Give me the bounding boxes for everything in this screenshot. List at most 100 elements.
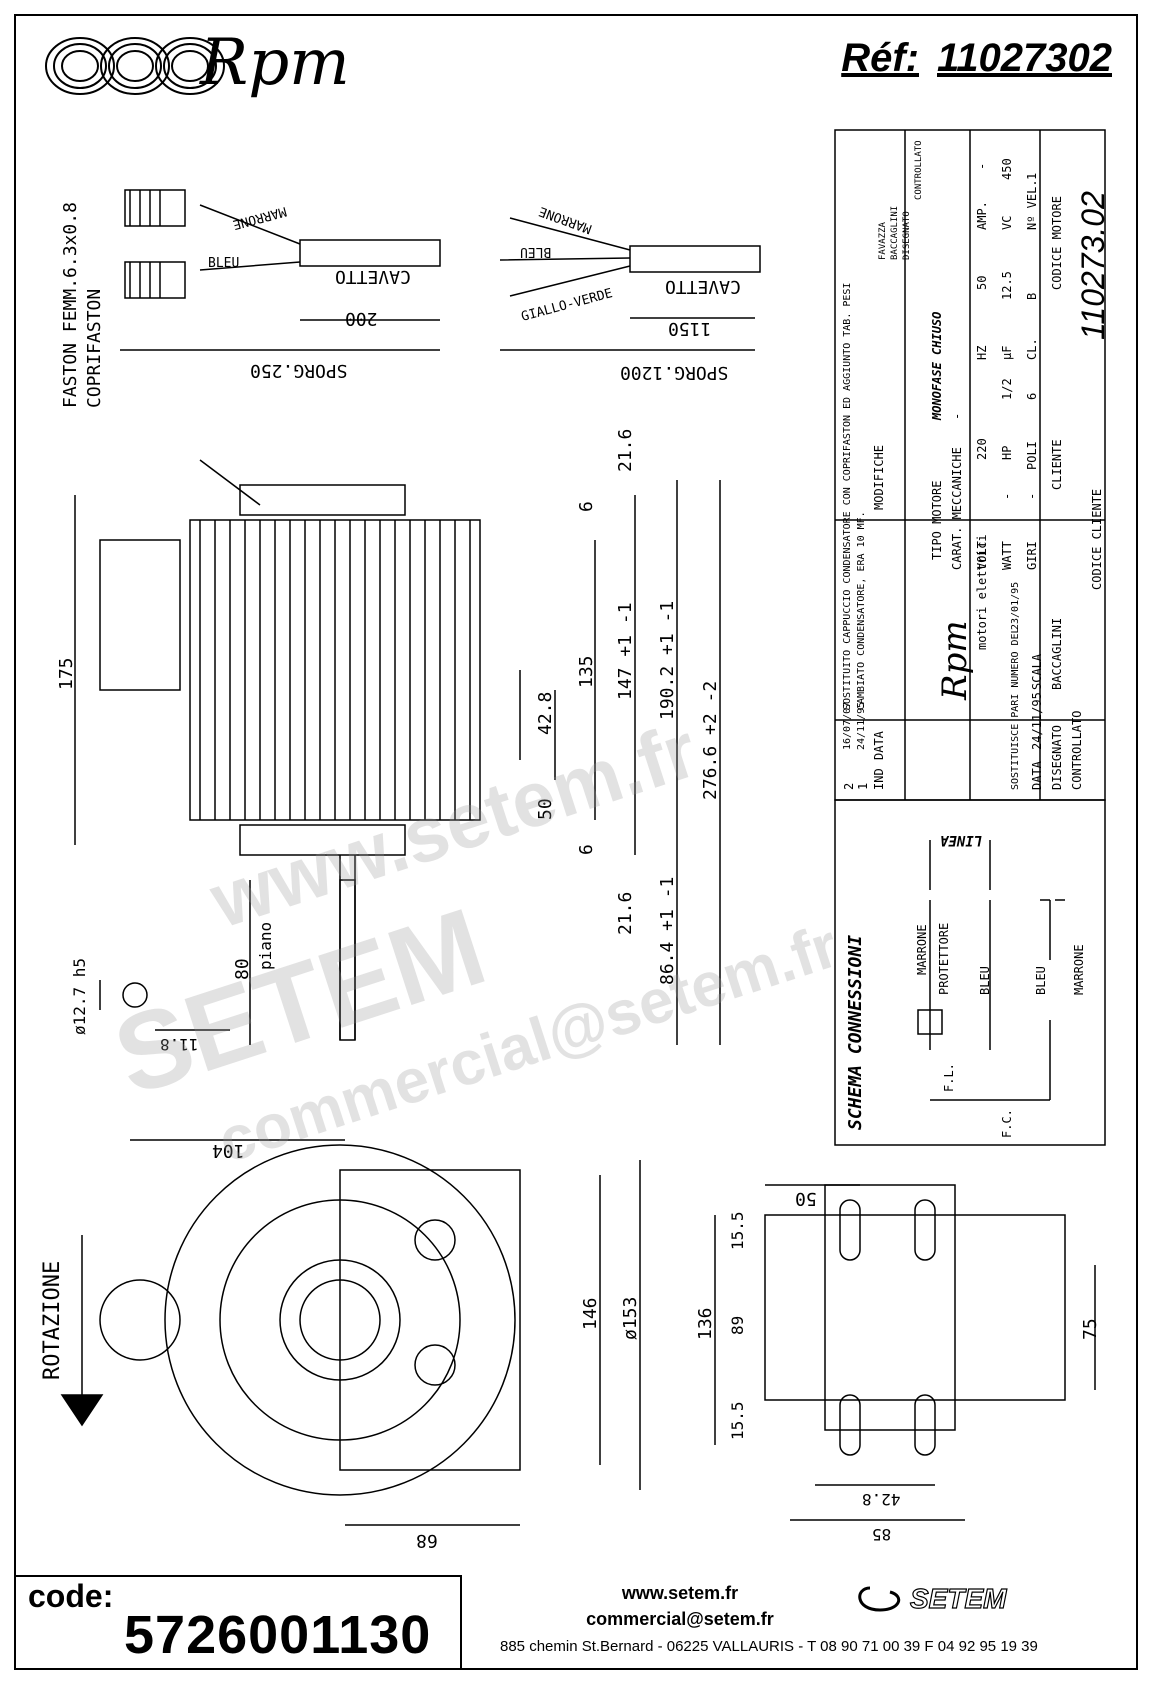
dim-42-8: 42.8 — [535, 691, 556, 735]
watt-value: - — [1000, 492, 1014, 500]
dim-21-6-top: 21.6 — [615, 428, 636, 472]
rotation-label: ROTAZIONE — [40, 1260, 65, 1380]
code-value: 5726001130 — [124, 1605, 432, 1665]
right-dim-1150: 1150 — [668, 318, 712, 339]
rev-1-text: CAMBIATO CONDENSATORE, ERA 10 MF. — [856, 511, 867, 710]
nvel-value: 1 — [1025, 172, 1039, 180]
contact-block: www.setem.fr commercial@setem.fr — [520, 1580, 840, 1632]
volt-value: 220 — [975, 438, 989, 460]
left-dim-sporg: SPORG.250 — [250, 360, 348, 381]
carat-mecc-label: CARAT. MECCANICHE — [950, 447, 964, 570]
data-label: DATA — [1030, 761, 1044, 790]
codice-cliente-label: CODICE CLIENTE — [1090, 488, 1104, 590]
tipo-motore-value: MONOFASE CHIUSO — [930, 311, 944, 420]
bracket-dim-85: 85 — [872, 1525, 892, 1544]
codice-motore-value: 110273.02 — [1075, 191, 1111, 340]
schema-marrone-2: MARRONE — [1072, 944, 1086, 995]
vc-value: 450 — [1000, 158, 1014, 180]
schema-linea: LINEA — [940, 832, 983, 848]
setem-logo-text: SETEM — [910, 1583, 1007, 1614]
rev-header-modifiche: MODIFICHE — [872, 444, 886, 510]
shaft-flat: 11.8 — [160, 1035, 199, 1054]
poli-value: 6 — [1025, 392, 1039, 400]
watt-label: WATT — [1000, 541, 1014, 570]
nvel-label: Nº VEL. — [1025, 179, 1039, 230]
left-wire-bleu: BLEU — [208, 256, 240, 271]
left-dim-200: 200 — [345, 308, 378, 329]
vc-label: VC — [1000, 215, 1014, 230]
address-line: 885 chemin St.Bernard - 06225 VALLAURIS … — [500, 1638, 1038, 1655]
dim-6-bot: 6 — [576, 844, 597, 855]
sostituisce-label: SOSTITUISCE PARI NUMERO DEL — [1010, 627, 1021, 790]
tb-rpm-brand: Rpm — [935, 620, 975, 700]
dim-153: ø153 — [620, 1296, 641, 1340]
schema-fc: F.C. — [1000, 1109, 1014, 1138]
disegnato-label: DISEGNATO — [1050, 724, 1064, 790]
signer-controllato: CONTROLLATO — [914, 140, 924, 200]
hp-label: HP — [1000, 445, 1014, 460]
data-value: 24/11/95 — [1030, 692, 1044, 750]
dim-276: 276.6 +2 -2 — [700, 680, 721, 800]
reference-number: Réf: 11027302 — [841, 36, 1112, 81]
giri-label: GIRI — [1025, 541, 1039, 570]
dim-6-top: 6 — [576, 501, 597, 512]
tb-rpm-sub: motori elettrici — [975, 534, 989, 650]
carat-mecc-value: - — [950, 412, 964, 420]
schema-protettore: PROTETTORE — [937, 922, 951, 995]
disegnato-value: BACCAGLINI — [1050, 617, 1064, 690]
signer-favazza: FAVAZZA — [878, 222, 888, 260]
dim-104: 104 — [212, 1140, 245, 1161]
rev-2-ind: 2 — [842, 782, 856, 790]
signer-baccaglini: BACCAGLINI — [890, 205, 900, 260]
hp-value: 1/2 — [1000, 378, 1014, 400]
dim-21-6-bot: 21.6 — [615, 891, 636, 935]
left-cable-label: CAVETTO — [335, 266, 411, 287]
drawing-frame — [14, 14, 1138, 1670]
schema-marrone: MARRONE — [915, 924, 929, 975]
right-dim-sporg: SPORG.1200 — [620, 362, 729, 383]
faston-label: FASTON FEMM.6.3x0.8 — [60, 202, 81, 408]
email-link[interactable]: commercial@setem.fr — [586, 1609, 774, 1629]
dim-80: 80 — [232, 958, 253, 980]
amp-value: - — [975, 162, 989, 170]
rev-1-ind: 1 — [856, 782, 870, 790]
giri-value: - — [1025, 492, 1039, 500]
dim-86-4: 86.4 +1 -1 — [657, 876, 678, 985]
coprifaston-label: COPRIFASTON — [84, 288, 105, 408]
bracket-dim-136: 136 — [695, 1307, 716, 1340]
tipo-motore-label: TIPO MOTORE — [930, 480, 944, 560]
schema-fl: F.L. — [942, 1063, 956, 1092]
cl-value: B — [1025, 292, 1039, 300]
hz-value: 50 — [975, 275, 989, 290]
schema-bleu-2: BLEU — [1034, 966, 1048, 995]
codice-motore-label: CODICE MOTORE — [1050, 196, 1064, 290]
dim-190: 190.2 +1 -1 — [657, 600, 678, 720]
website-link[interactable]: www.setem.fr — [621, 1583, 739, 1603]
signer-disegnato: DISEGNATO — [902, 211, 912, 260]
dim-135: 135 — [576, 655, 597, 688]
dim-146: 146 — [580, 1297, 601, 1330]
ref-value: 11027302 — [937, 36, 1112, 80]
right-cable-label: CAVETTO — [665, 276, 741, 297]
code-box — [14, 1575, 462, 1670]
hz-label: HZ — [975, 345, 989, 360]
cl-label: CL. — [1025, 338, 1039, 360]
dim-50: 50 — [535, 798, 556, 820]
amp-label: AMP. — [975, 201, 989, 230]
bracket-dim-75: 75 — [1080, 1318, 1101, 1340]
bracket-dim-15-5-top: 15.5 — [728, 1211, 747, 1250]
ref-label: Réf: — [841, 36, 919, 80]
bracket-dim-89: 89 — [728, 1315, 747, 1335]
scala-label: SCALA — [1030, 653, 1044, 690]
rev-header-ind: IND — [872, 768, 886, 790]
controllato-label: CONTROLLATO — [1070, 710, 1084, 790]
uf-value: 12.5 — [1000, 271, 1014, 300]
dim-68: 68 — [416, 1530, 438, 1551]
uf-label: µF — [1000, 345, 1014, 360]
brand-name: Rpm — [200, 26, 350, 100]
cliente-label: CLIENTE — [1050, 439, 1064, 490]
shaft-diameter: ø12.7 h5 — [70, 957, 89, 1035]
bracket-dim-42-8: 42.8 — [862, 1490, 901, 1509]
rev-2-text: SOSTITUITO CAPPUCCIO CONDENSATORE CON CO… — [842, 282, 853, 710]
